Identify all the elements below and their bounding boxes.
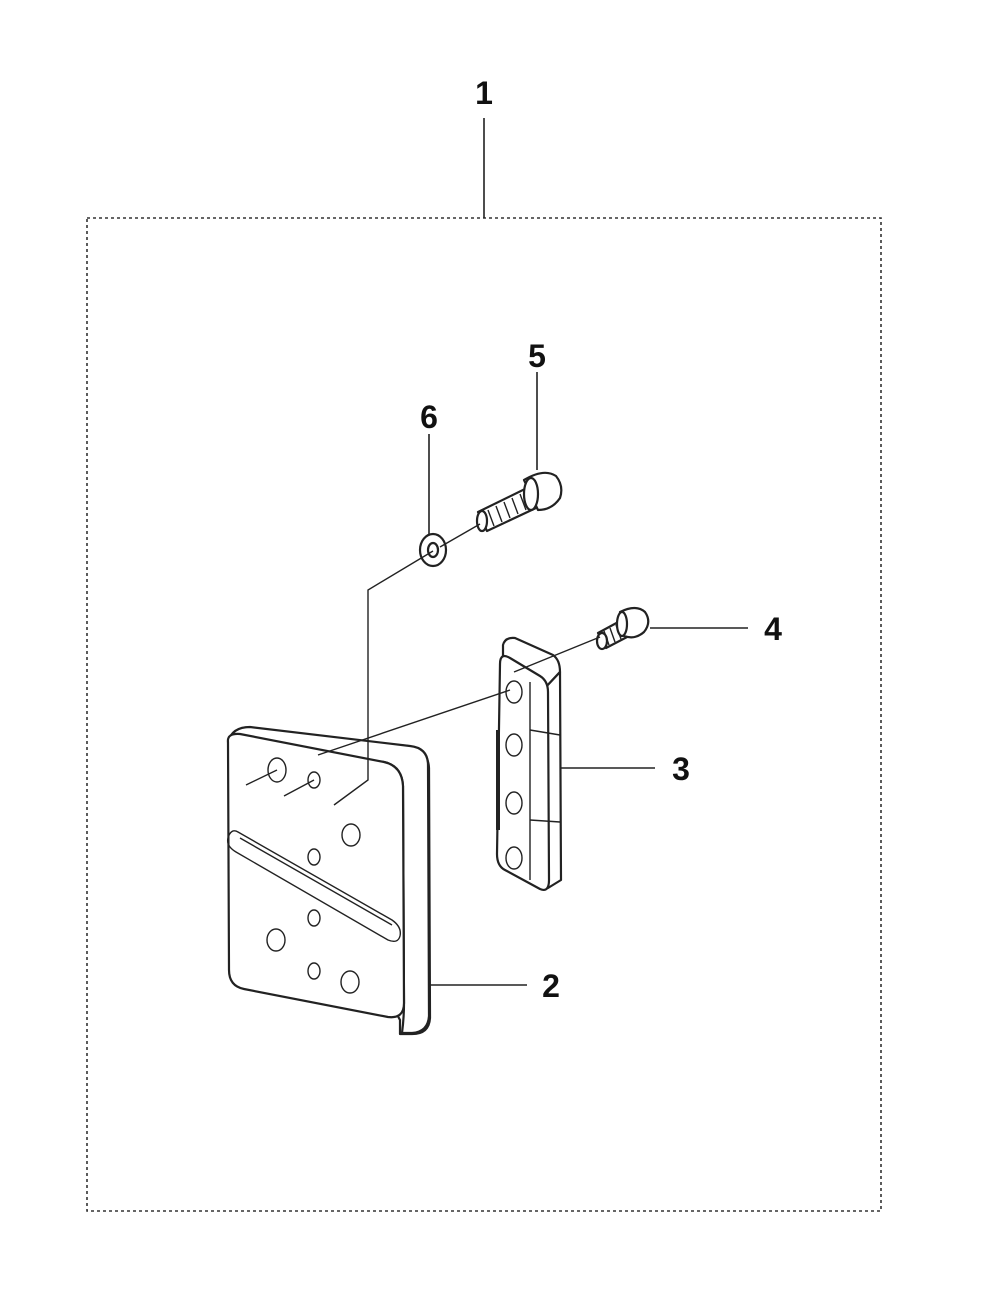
bar-axis	[317, 689, 511, 756]
long-screw-axis-lower	[333, 550, 434, 806]
washer	[418, 532, 448, 568]
short-screw	[595, 606, 650, 651]
callout-5: 5	[528, 338, 546, 374]
callout-2: 2	[542, 968, 560, 1004]
long-screw	[475, 471, 563, 533]
short-screw-axis	[513, 636, 601, 673]
callout-1: 1	[475, 75, 493, 111]
long-screw-axis-upper	[439, 523, 481, 548]
mounting-plate	[226, 725, 432, 1036]
kit-boundary	[86, 217, 882, 1212]
callout-6: 6	[420, 399, 438, 435]
clamping-bar	[495, 636, 563, 892]
bar-groove	[496, 730, 500, 830]
callout-3: 3	[672, 751, 690, 787]
callout-4: 4	[764, 611, 782, 647]
